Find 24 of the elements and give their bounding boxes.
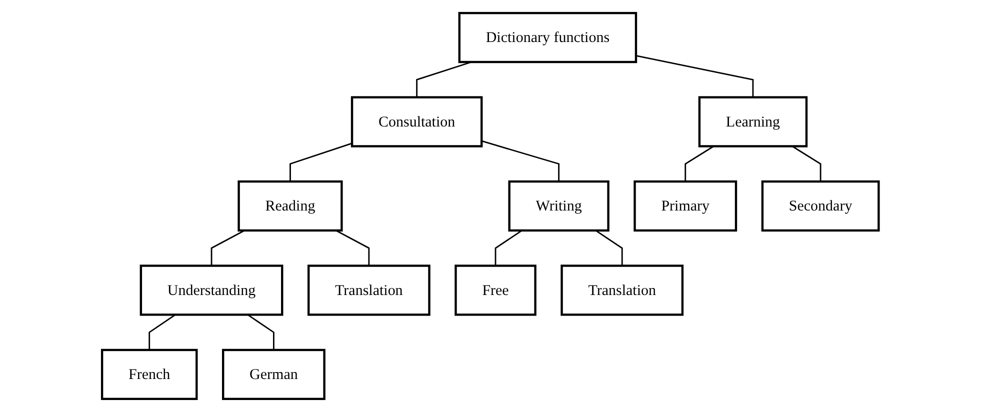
node-box: Translation: [308, 264, 430, 316]
node-box: Understanding: [140, 264, 284, 316]
connector: [595, 230, 623, 266]
connector: [792, 146, 822, 182]
node-box: Consultation: [351, 96, 483, 148]
node-box: Dictionary functions: [458, 12, 638, 64]
connector: [210, 230, 245, 266]
connector: [290, 142, 352, 182]
connector: [684, 146, 714, 182]
node-box: French: [101, 348, 198, 400]
node-box: Learning: [698, 96, 808, 148]
connector: [247, 314, 275, 350]
connector: [636, 54, 754, 98]
node-box: Secondary: [761, 180, 880, 232]
node-box: Reading: [238, 180, 343, 232]
node-box: German: [222, 348, 326, 400]
node-box: Primary: [634, 180, 738, 232]
connector: [336, 230, 370, 266]
connector: [482, 140, 560, 182]
node-box: Translation: [560, 264, 684, 316]
node-box: Free: [454, 264, 537, 316]
connector: [494, 230, 523, 266]
connector: [148, 314, 176, 350]
node-box: Writing: [508, 180, 610, 232]
